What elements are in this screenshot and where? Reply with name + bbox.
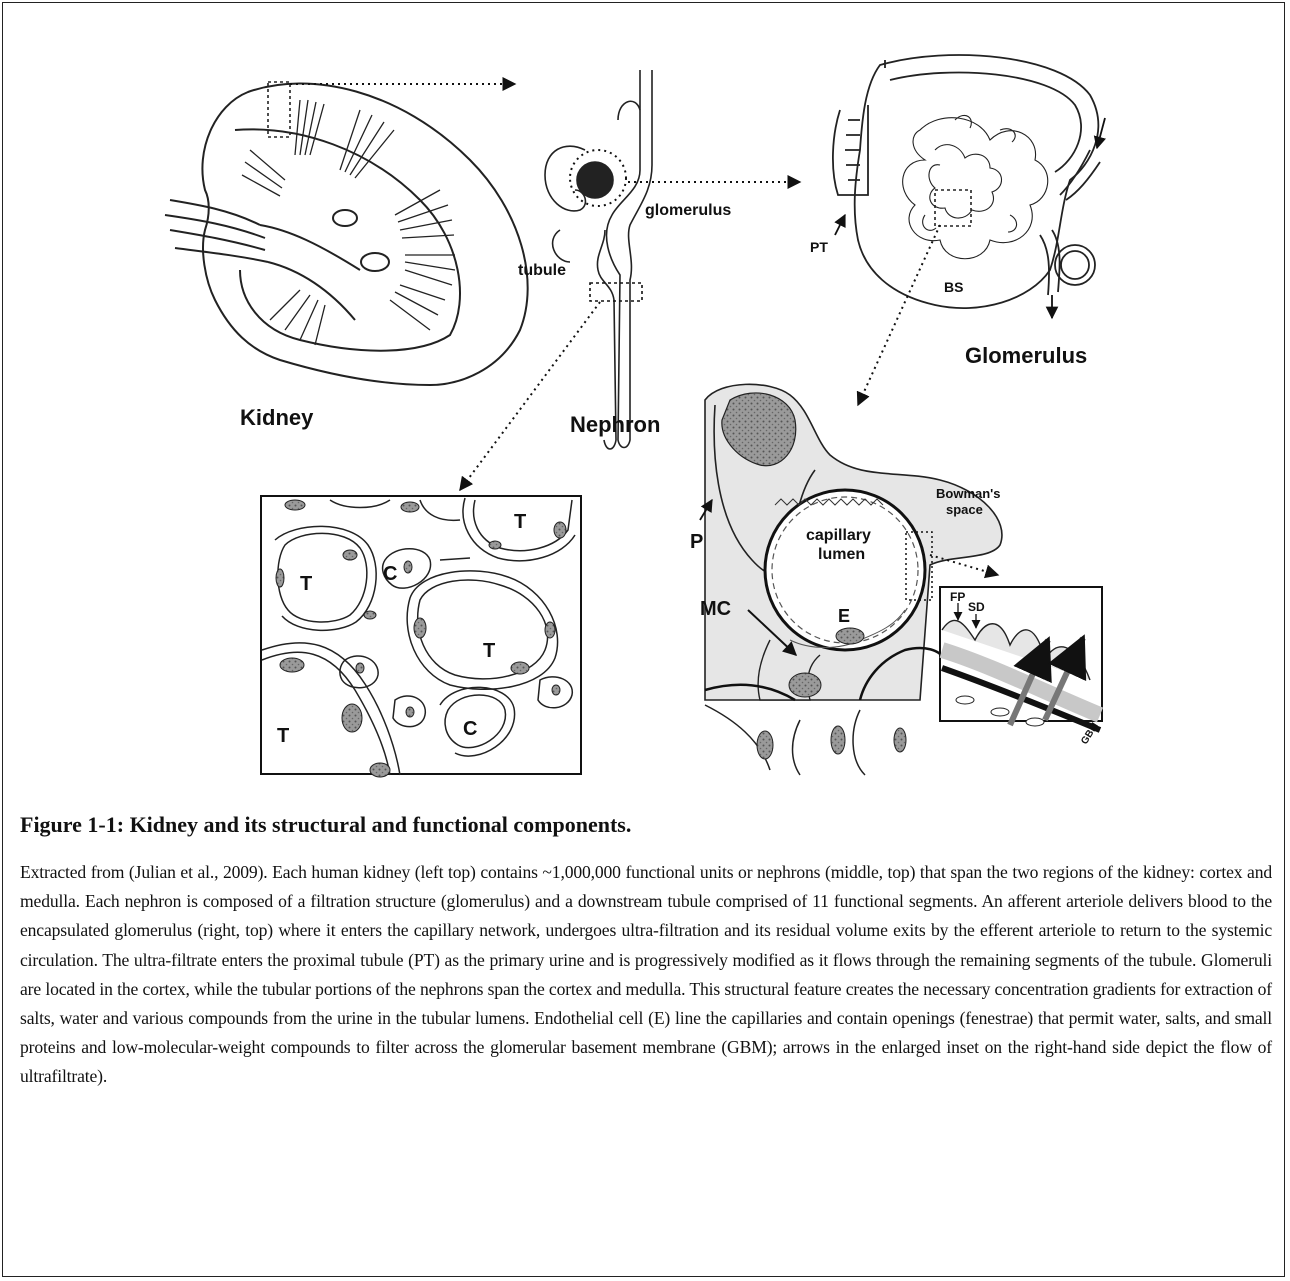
glomerulus-illustration — [833, 55, 1100, 308]
glomerulus-title-label: Glomerulus — [965, 343, 1087, 368]
bowmans-space-label-line1: Bowman's — [936, 486, 1001, 501]
caption-title: Figure 1-1: Kidney and its structural an… — [20, 812, 1270, 838]
sd-label: SD — [968, 600, 985, 614]
pt-pointer-arrow — [835, 215, 845, 235]
kidney-illustration — [165, 82, 528, 385]
capillary-c-label-2: C — [463, 718, 477, 740]
figure-illustration: Kidney glomerulus tubule Nephron — [0, 0, 1290, 790]
nephron-illustration — [545, 70, 652, 449]
nephron-label: Nephron — [570, 412, 660, 437]
caption-body: Extracted from (Julian et al., 2009). Ea… — [20, 858, 1272, 1092]
fp-label: FP — [950, 590, 965, 604]
capillary-lumen-label-line1: capillary — [806, 527, 871, 544]
e-label: E — [838, 606, 850, 626]
tubule-tissue-illustration: T T T T C C — [261, 496, 581, 777]
bs-label: BS — [944, 279, 963, 295]
glomerulus-to-capillary-arrow — [858, 225, 940, 405]
capillary-detail-illustration — [700, 384, 1102, 775]
p-label: P — [690, 531, 703, 553]
kidney-label: Kidney — [240, 405, 314, 430]
tubule-label: tubule — [518, 262, 566, 279]
glomerulus-small-label: glomerulus — [645, 202, 731, 219]
pt-label: PT — [810, 239, 828, 255]
tubule-t-label-1: T — [300, 573, 312, 595]
tubule-highlight — [590, 283, 642, 301]
tubule-to-tissue-arrow — [460, 302, 600, 490]
bowmans-space-label-line2: space — [946, 502, 983, 517]
tubule-t-label-4: T — [277, 725, 289, 747]
tubule-t-label-3: T — [483, 640, 495, 662]
capillary-c-label-1: C — [383, 563, 397, 585]
tubule-t-label-2: T — [514, 511, 526, 533]
capillary-lumen-label-line2: lumen — [818, 546, 865, 563]
mc-label: MC — [700, 598, 731, 620]
